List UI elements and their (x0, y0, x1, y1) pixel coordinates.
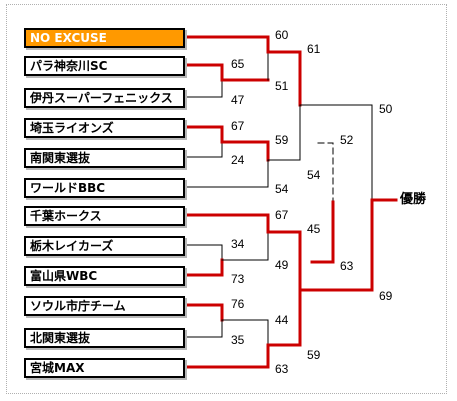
team-box-para-kanagawa: パラ神奈川SC (24, 56, 185, 76)
line-r1b-lose (186, 141, 223, 158)
line-r1a-win (185, 63, 224, 82)
team-box-no-excuse: NO EXCUSE (24, 28, 185, 48)
score-third-bottom: 63 (340, 259, 354, 273)
line-r2c-win (185, 213, 270, 234)
line-r2b-lose (186, 159, 269, 188)
score-third-top: 52 (340, 133, 354, 147)
line-third-win (310, 200, 335, 264)
score-r1-para-kanagawa: 65 (231, 57, 245, 71)
score-sf-saitama: 54 (307, 168, 321, 182)
champion-label: 優勝 (400, 192, 427, 207)
team-box-kita-kanto: 北関東選抜 (24, 328, 185, 348)
team-box-world-bbc: ワールドBBC (24, 178, 185, 198)
line-r1a-lose (186, 79, 223, 98)
score-r2-world-bbc: 54 (275, 182, 289, 196)
score-r1-toyama: 73 (231, 272, 245, 286)
line-r1d-win (185, 303, 224, 322)
score-r1-itami: 47 (231, 93, 245, 107)
team-box-minami-kanto: 南関東選抜 (24, 148, 185, 168)
score-sf-miyagi: 59 (307, 348, 321, 362)
bracket-frame (6, 4, 447, 394)
team-box-chiba: 千葉ホークス (24, 206, 185, 226)
score-final-chiba: 69 (379, 289, 393, 303)
line-r2a-win (185, 35, 270, 54)
team-box-tochigi: 栃木レイカーズ (24, 236, 185, 256)
score-final-no-excuse: 50 (379, 102, 393, 116)
team-box-toyama: 富山県WBC (24, 266, 185, 286)
team-box-miyagi: 宮城MAX (24, 358, 185, 378)
line-r2d-win (185, 343, 270, 369)
score-r1-seoul: 76 (231, 297, 245, 311)
score-sf-chiba: 45 (307, 222, 321, 236)
score-r1-minami-kanto: 24 (231, 153, 245, 167)
line-r1d-lose (186, 319, 223, 338)
score-r2-seoul: 44 (275, 313, 289, 327)
team-box-seoul: ソウル市庁チーム (24, 296, 185, 316)
line-r1c-win (185, 258, 224, 277)
score-r2-saitama: 59 (275, 133, 289, 147)
score-r2-chiba: 67 (275, 208, 289, 222)
score-r2-no-excuse: 60 (275, 28, 289, 42)
line-third-lose (317, 142, 334, 263)
score-r1-tochigi: 34 (231, 237, 245, 251)
score-r2-toyama: 49 (275, 258, 289, 272)
team-box-saitama: 埼玉ライオンズ (24, 118, 185, 138)
score-r1-saitama: 67 (231, 119, 245, 133)
score-r1-kita-kanto: 35 (231, 333, 245, 347)
score-sf-no-excuse: 61 (307, 42, 321, 56)
line-r1b-win (185, 125, 224, 144)
score-r2-para-kanagawa: 51 (275, 79, 289, 93)
team-box-itami: 伊丹スーパーフェニックス (24, 88, 185, 108)
line-r1c-lose (186, 244, 223, 261)
score-r2-miyagi: 63 (275, 362, 289, 376)
